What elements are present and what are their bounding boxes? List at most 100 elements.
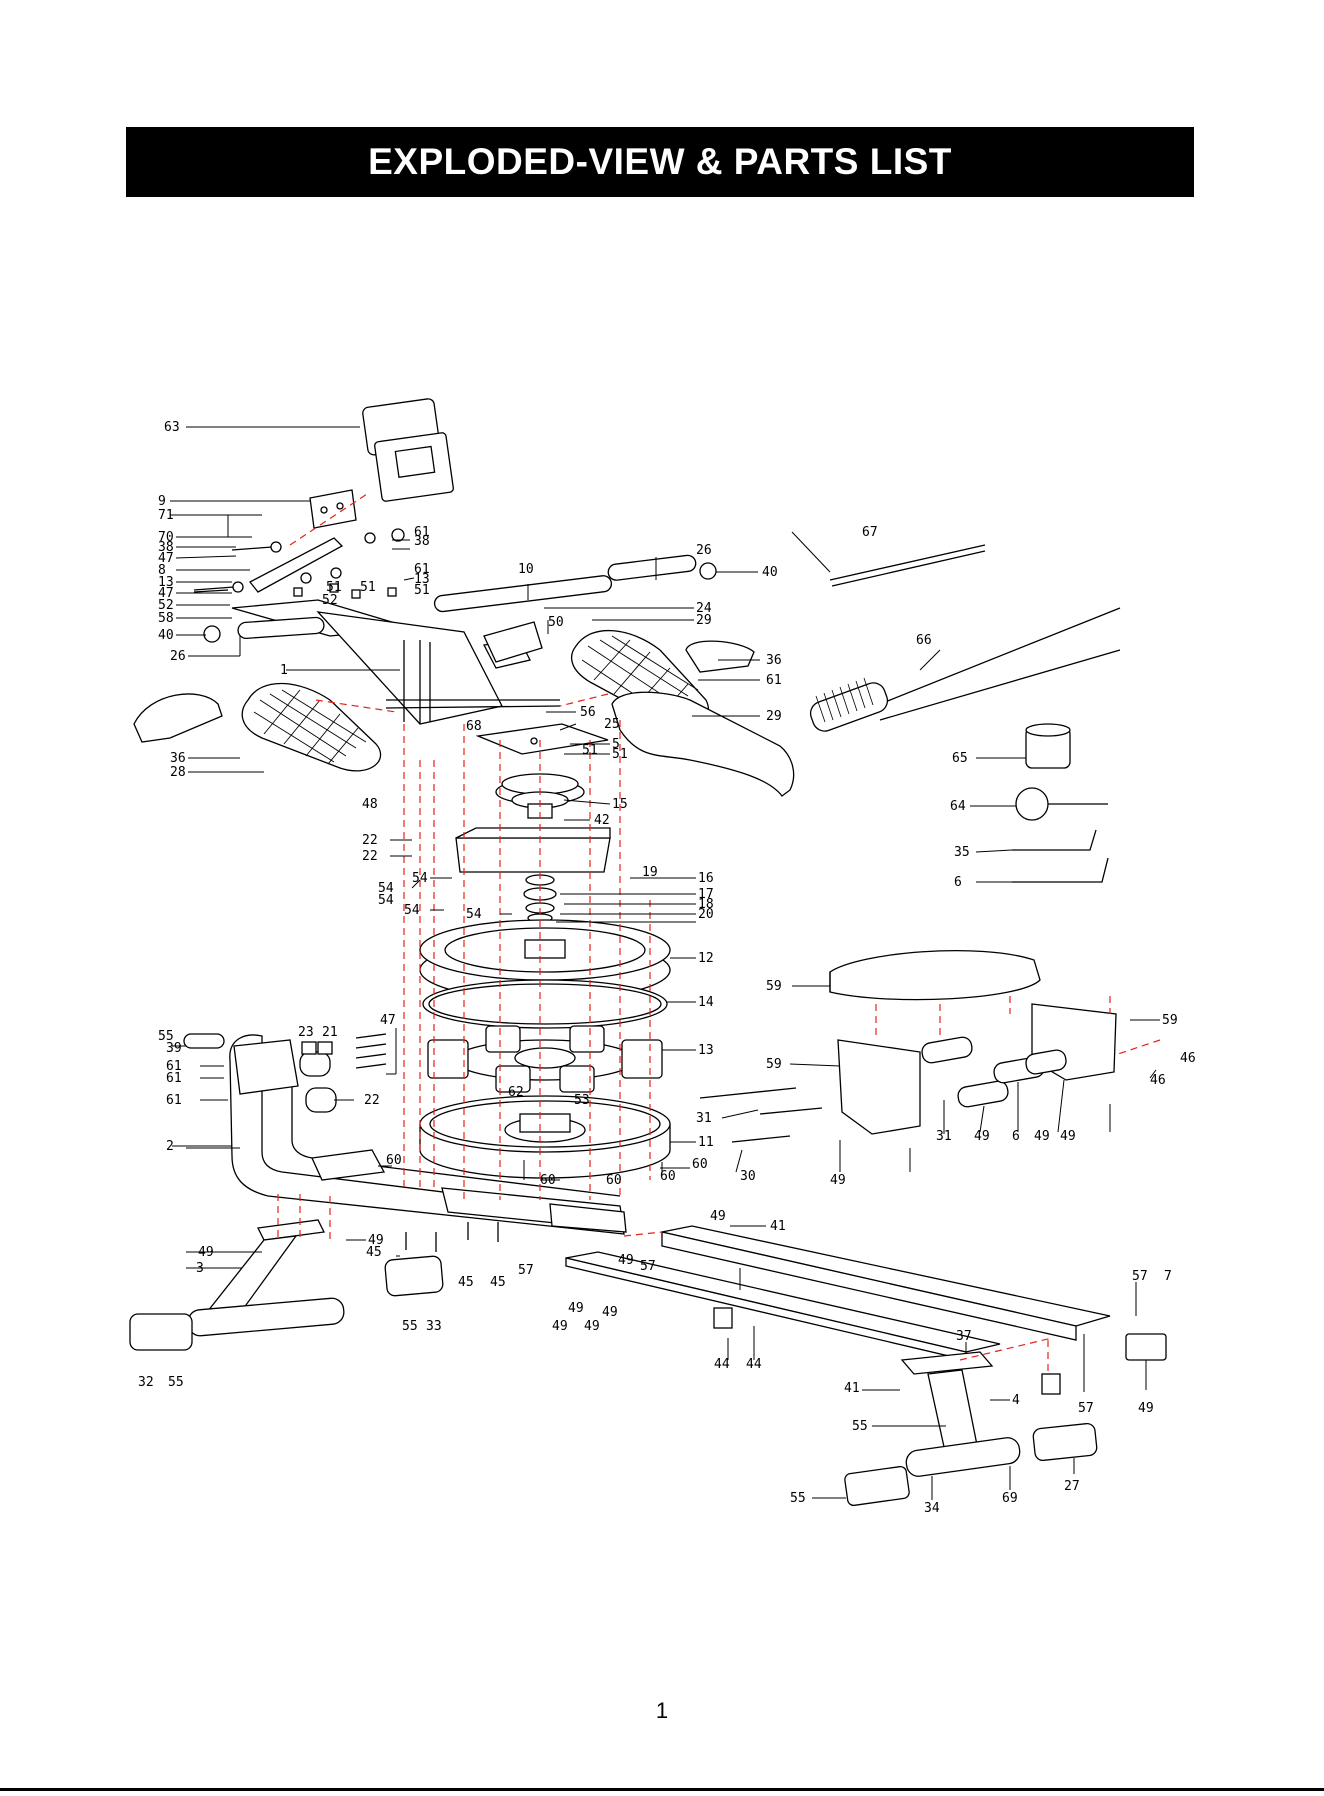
slide-plate-6-part (837, 1003, 1117, 1135)
callout-label: 41 (770, 1219, 786, 1234)
callout-label: 30 (740, 1169, 756, 1184)
main-frame-2-part (229, 1034, 627, 1235)
foot-strap-right-part (685, 640, 755, 673)
callout-label: 38 (158, 540, 174, 555)
callout-label: 42 (594, 813, 610, 828)
callout-label: 54 (378, 893, 394, 908)
callout-label: 2 (166, 1139, 174, 1154)
callout-label: 49 (602, 1305, 618, 1320)
callout-label: 9 (158, 494, 166, 509)
callout-label: 70 (158, 530, 174, 545)
callout-label: 13 (698, 1043, 714, 1058)
callout-label: 51 (414, 583, 430, 598)
callout-label: 28 (170, 765, 186, 780)
callout-label: 29 (766, 709, 782, 724)
monitor-arm-part (248, 537, 344, 593)
callout-label: 71 (158, 508, 174, 523)
callout-label: 6 (1012, 1129, 1020, 1144)
callout-label: 61 (766, 673, 782, 688)
handle-27-part (809, 607, 1121, 732)
callout-label: 50 (548, 615, 564, 630)
page-number: 1 (655, 1698, 669, 1723)
callout-label: 21 (322, 1025, 338, 1040)
callout-label: 44 (714, 1357, 730, 1372)
callout-label: 49 (368, 1233, 384, 1248)
callout-label: 11 (698, 1135, 714, 1150)
callout-label: 18 (698, 897, 714, 912)
small-bracket-39-part (183, 1033, 225, 1049)
callout-label: 40 (762, 565, 778, 580)
callout-label: 49 (1060, 1129, 1076, 1144)
callout-label: 51 (612, 747, 628, 762)
callout-label: 52 (322, 593, 338, 608)
callout-label: 51 (582, 743, 598, 758)
callout-label: 46 (1180, 1051, 1196, 1066)
callout-label: 66 (916, 633, 932, 648)
callout-label: 60 (692, 1157, 708, 1172)
callout-label: 19 (642, 865, 658, 880)
exploded-view-diagram: 63 9 71 70 38 47 8 13 47 52 58 40 26 1 3… (129, 398, 1196, 1516)
callout-label: 67 (862, 525, 878, 540)
callout-label: 34 (924, 1501, 940, 1516)
callout-label: 57 (1132, 1269, 1148, 1284)
wrench-66-part (1015, 787, 1108, 821)
callout-label: 68 (466, 719, 482, 734)
callout-label: 22 (364, 1093, 380, 1108)
callout-label: 61 (166, 1071, 182, 1086)
callout-label: 10 (518, 562, 534, 577)
callout-label: 5 (612, 737, 620, 752)
callout-label: 55 (402, 1319, 418, 1334)
end-caps-34-part (844, 1422, 1098, 1507)
wheels-30-31-part (921, 1036, 1067, 1108)
callout-label: 63 (164, 420, 180, 435)
callout-label: 48 (362, 797, 378, 812)
rollers-left-part (299, 1041, 337, 1113)
callout-label: 46 (1150, 1073, 1166, 1088)
bolts-left-top (193, 528, 405, 599)
callout-label: 62 (508, 1085, 524, 1100)
callout-label: 55 (790, 1491, 806, 1506)
callout-label: 26 (696, 543, 712, 558)
page-title: EXPLODED-VIEW & PARTS LIST (368, 141, 952, 182)
callout-label: 53 (574, 1093, 590, 1108)
callout-label: 25 (604, 717, 620, 732)
rail-44-part (565, 1225, 1167, 1361)
callout-label: 57 (640, 1259, 656, 1274)
allen-key-65-part (1012, 829, 1097, 851)
water-tank-11-part (419, 1095, 671, 1179)
callout-label: 51 (360, 580, 376, 595)
leader-lines (170, 426, 1160, 1500)
callout-label: 36 (766, 653, 782, 668)
callout-label: 22 (362, 833, 378, 848)
callout-label: 6 (954, 875, 962, 890)
callout-label: 32 (138, 1375, 154, 1390)
callout-label: 7 (1164, 1269, 1172, 1284)
callout-label: 49 (974, 1129, 990, 1144)
bracket-22-part (455, 827, 611, 873)
footrest-left-part (241, 682, 382, 772)
header-banner: EXPLODED-VIEW & PARTS LIST (126, 127, 1194, 197)
seal-ring-14-part (422, 979, 668, 1029)
callout-label: 49 (1034, 1129, 1050, 1144)
callout-label: 23 (298, 1025, 314, 1040)
callout-labels: 63 9 71 70 38 47 8 13 47 52 58 40 26 1 3… (138, 420, 1196, 1516)
bolts-45-part (405, 1222, 499, 1252)
callout-label: 47 (380, 1013, 396, 1028)
callout-label: 49 (1138, 1401, 1154, 1416)
callout-label: 59 (1162, 1013, 1178, 1028)
callout-label: 49 (568, 1301, 584, 1316)
callout-label: 58 (158, 611, 174, 626)
callout-label: 49 (584, 1319, 600, 1334)
front-foot-3-part (187, 1219, 345, 1337)
callout-label: 26 (170, 649, 186, 664)
callout-label: 61 (166, 1059, 182, 1074)
callout-label: 49 (198, 1245, 214, 1260)
callout-label: 3 (196, 1261, 204, 1276)
callout-label: 44 (746, 1357, 762, 1372)
bumper-41-part (713, 1307, 1061, 1395)
assembly-lines (277, 693, 1161, 1372)
cap-67-part (1025, 723, 1071, 769)
callout-label: 33 (426, 1319, 442, 1334)
callout-label: 40 (158, 628, 174, 643)
callout-label: 57 (1078, 1401, 1094, 1416)
